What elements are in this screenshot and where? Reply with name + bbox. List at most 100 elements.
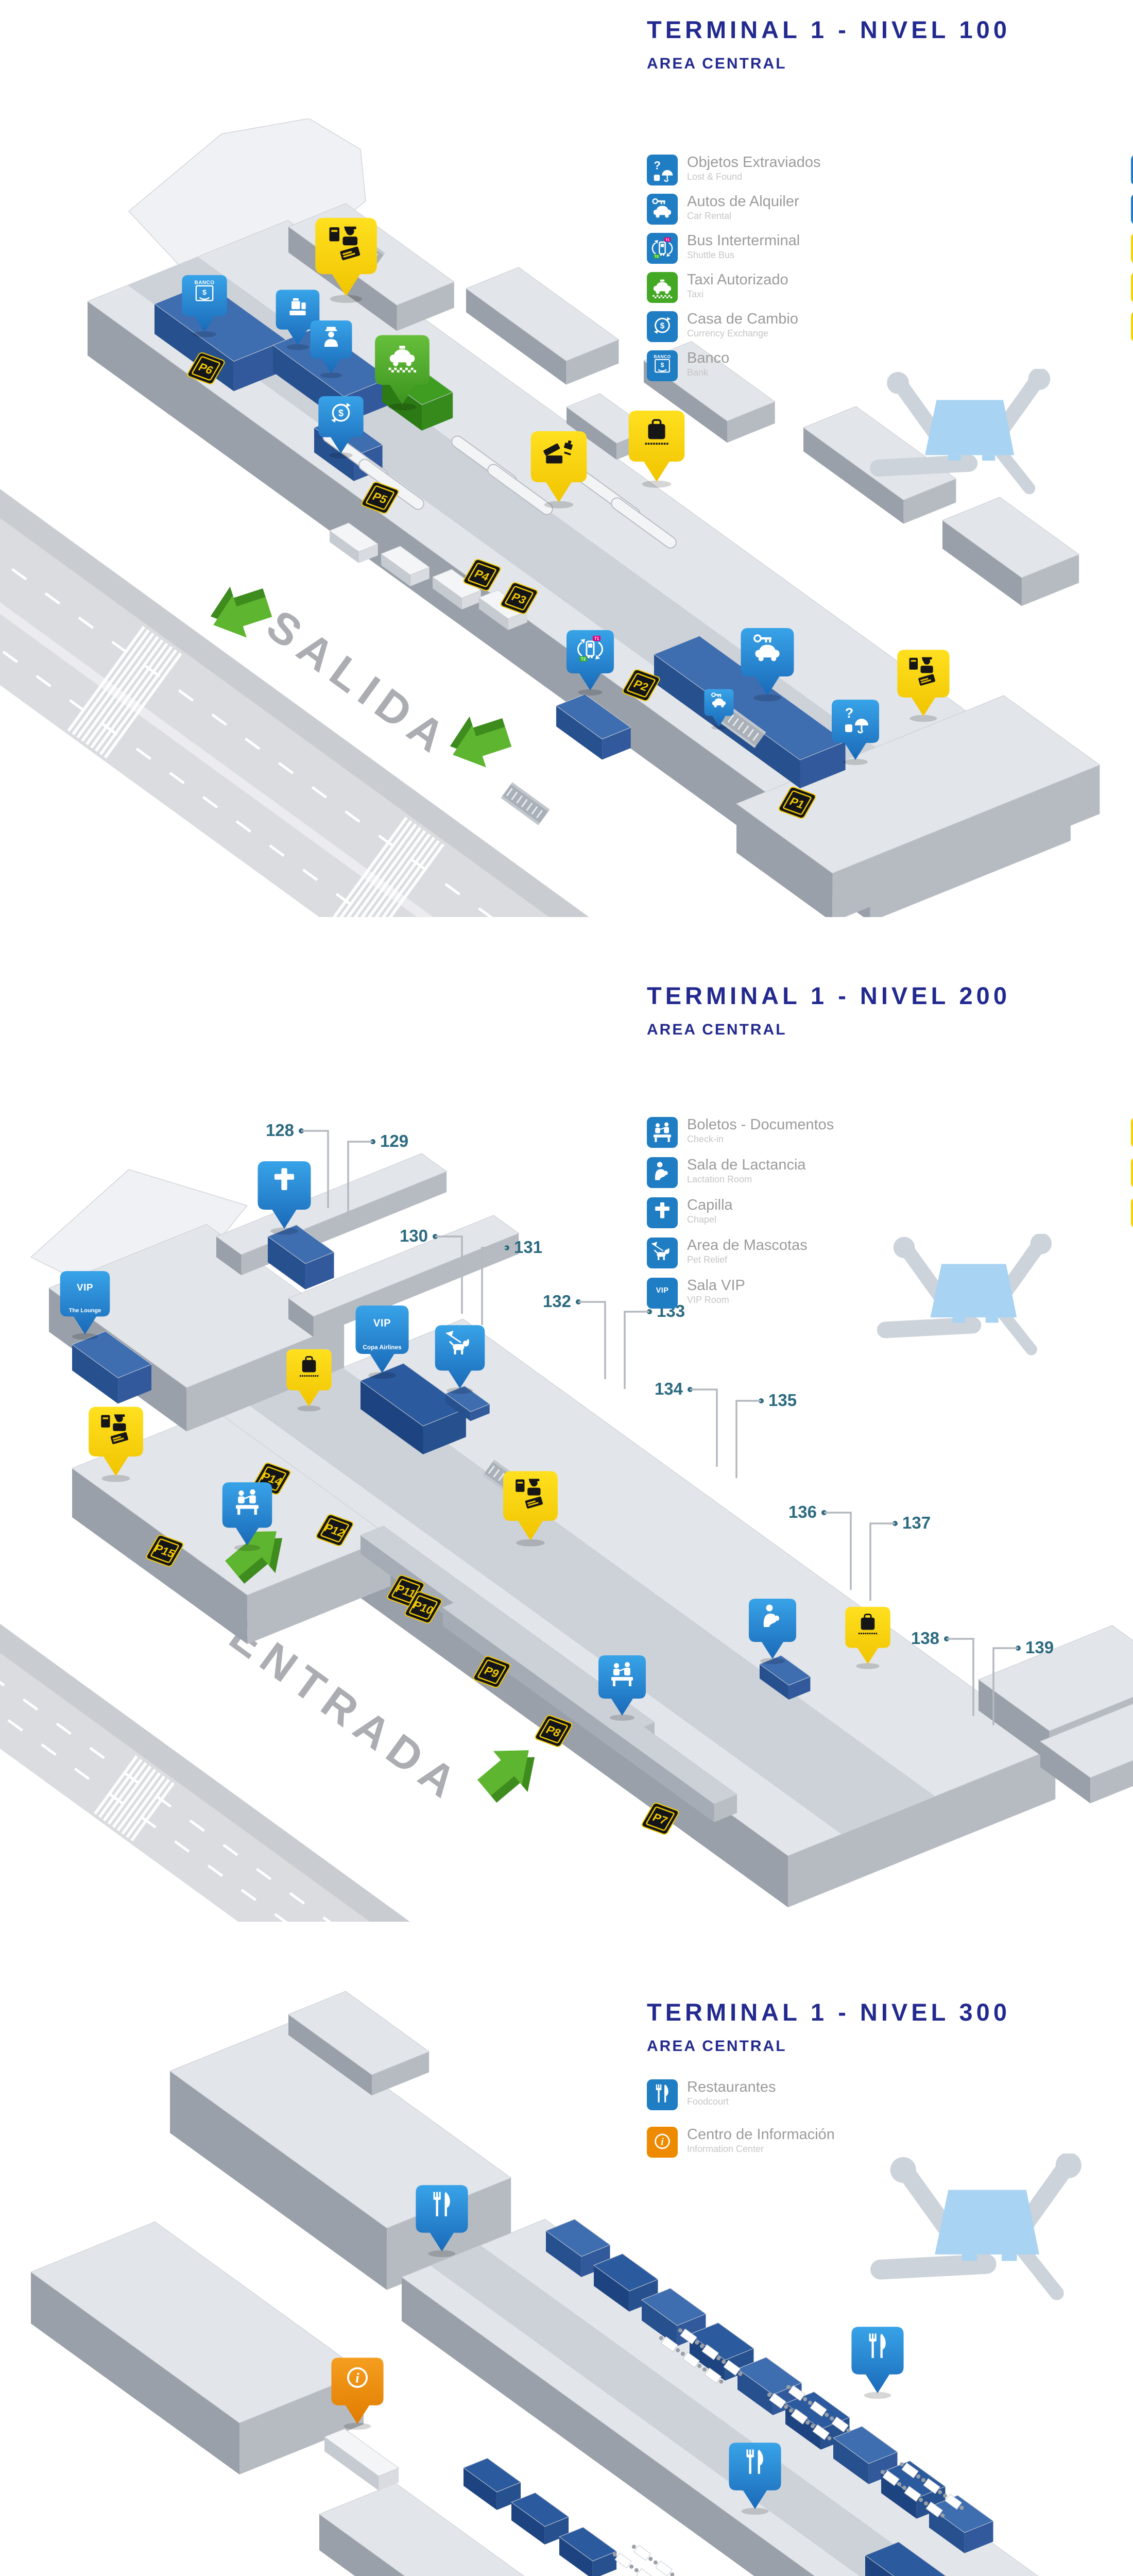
pin-caja <box>276 290 320 350</box>
parking-sign-P10: P10 <box>404 1591 442 1624</box>
svg-text:139: 139 <box>1025 1638 1054 1657</box>
pin-migracion-1 <box>315 217 377 303</box>
pin-capilla <box>258 1161 311 1235</box>
section-header-nivel-100: TERMINAL 1 - NIVEL 100 AREA CENTRAL <box>647 15 1010 73</box>
direction-arrow <box>477 1750 535 1803</box>
pin-mascotas <box>435 1325 485 1394</box>
parking-sign-P7: P7 <box>641 1802 679 1835</box>
taxi-icon <box>647 272 678 303</box>
svg-text:VIP: VIP <box>656 1286 669 1295</box>
legend-label: Boletos - Documentos <box>687 1116 834 1133</box>
svg-text:i: i <box>661 2137 664 2148</box>
legend-sublabel: Lactation Room <box>687 1174 752 1185</box>
pin-autos-alquiler-1 <box>741 628 794 702</box>
svg-text:Copa Airlines: Copa Airlines <box>363 1344 402 1351</box>
legend-sublabel: Bank <box>687 367 709 378</box>
taxi-icon <box>388 346 417 372</box>
parking-sign-P2: P2 <box>622 669 660 702</box>
legend-label: Centro de Información <box>687 2126 835 2143</box>
gate-label-134: 134 <box>655 1379 718 1467</box>
vip-icon: VIP <box>77 1282 93 1293</box>
legend-item: Control de SeguridadSecurity Check Point <box>1131 1117 1133 1148</box>
pin-centro-informacion: i <box>331 2358 384 2430</box>
terminal-locator-minimap <box>877 1234 1052 1355</box>
gate-label-136: 136 <box>788 1502 852 1590</box>
dog-icon <box>647 1238 678 1268</box>
info-icon: i <box>647 2127 678 2158</box>
pin-casa-de-cambio: $ <box>318 396 364 459</box>
legend-label: Objetos Extraviados <box>687 154 821 171</box>
pin-taxi <box>375 335 430 411</box>
svg-text:?: ? <box>654 159 661 172</box>
baggage-belt <box>611 497 677 549</box>
svg-text:130: 130 <box>400 1226 428 1245</box>
page-title: TERMINAL 1 - NIVEL 200 <box>647 982 1010 1009</box>
escalator <box>501 782 550 825</box>
banco-icon: BANCO$ <box>647 350 678 381</box>
officer-icon <box>1131 1117 1133 1148</box>
page-subtitle: AREA CENTRAL <box>647 55 787 72</box>
lost-icon: ? <box>845 705 868 734</box>
fork-icon <box>433 2192 450 2216</box>
svg-text:136: 136 <box>788 1502 817 1521</box>
foodcourt-tables <box>767 2385 851 2441</box>
pin-autos-alquiler-2 <box>704 689 734 730</box>
svg-text:131: 131 <box>514 1238 542 1257</box>
pin-reclamo-2 <box>845 1606 890 1669</box>
parking-sign-P3: P3 <box>500 582 538 615</box>
legend-sublabel: Pet Relief <box>687 1255 728 1265</box>
svg-text:$: $ <box>661 361 664 368</box>
svg-text:i: i <box>355 2370 359 2386</box>
parking-sign-P5: P5 <box>361 481 399 514</box>
legend-sublabel: Check-in <box>687 1134 724 1145</box>
vip-icon: VIP <box>373 1317 391 1329</box>
checkin-icon <box>235 1489 259 1515</box>
map-nivel-200: ENTRADAP15P14P12P11P10P9P8P7128129130131… <box>0 1121 1133 1922</box>
pin-objetos-extraviados: ? <box>832 700 879 765</box>
gate-label-135: 135 <box>735 1391 797 1478</box>
legend-sublabel: Currency Exchange <box>687 328 769 339</box>
gate-label-138: 138 <box>911 1629 974 1716</box>
gate-label-132: 132 <box>543 1292 606 1379</box>
legend-item: CajaCasher <box>1131 194 1133 225</box>
legend-sublabel: Shuttle Bus <box>687 250 735 261</box>
pin-aduanas <box>530 431 587 509</box>
svg-text:VIP: VIP <box>373 1317 391 1329</box>
parking-sign-P1: P1 <box>778 786 816 819</box>
svg-text:128: 128 <box>266 1121 294 1140</box>
legend-sublabel: Chapel <box>687 1214 717 1225</box>
belt-icon <box>645 419 668 445</box>
legend-label: Sala VIP <box>687 1277 745 1294</box>
belt-icon <box>858 1614 878 1635</box>
pin-restaurantes-1 <box>416 2185 468 2257</box>
pin-restaurantes-3 <box>729 2443 781 2515</box>
page-title: TERMINAL 1 - NIVEL 300 <box>647 1998 1010 2026</box>
gate-label-131: 131 <box>481 1238 542 1325</box>
svg-text:135: 135 <box>768 1391 797 1410</box>
banco-icon: BANCO$ <box>195 280 214 301</box>
highlighted-central-area <box>935 2190 1039 2255</box>
customs-icon <box>543 440 573 464</box>
pin-migracion-2 <box>897 650 950 722</box>
register-icon <box>1131 194 1133 225</box>
legend-label: Casa de Cambio <box>687 311 798 327</box>
exchange-icon: $ <box>331 403 351 423</box>
pin-restaurantes-2 <box>851 2327 904 2399</box>
legend-label: Banco <box>687 350 730 366</box>
legend-item: PoliciaPolice <box>1131 155 1133 185</box>
legend-sublabel: Lost & Found <box>687 172 743 182</box>
legend-sublabel: Car Rental <box>687 211 732 222</box>
svg-text:$: $ <box>338 408 344 418</box>
direction-arrow <box>225 1531 283 1584</box>
legend-item: Reclamo de EquipajeBaggagem Claim <box>1131 1157 1133 1188</box>
pin-policia <box>310 320 352 378</box>
legend-sublabel: Foodcourt <box>687 2096 729 2107</box>
foodcourt-tables <box>659 2328 743 2384</box>
